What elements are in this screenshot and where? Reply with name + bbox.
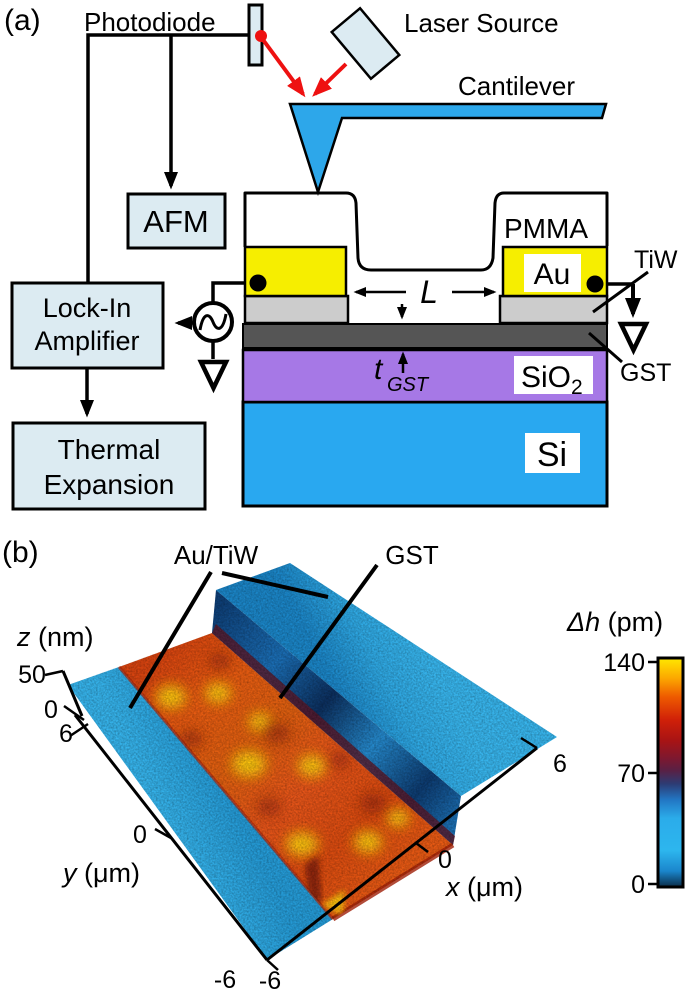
au-tiw-annotation: Au/TiW — [174, 540, 259, 570]
contact-dot-left-icon — [249, 274, 267, 292]
laser-beam — [259, 35, 348, 98]
x-tick-6: 6 — [553, 750, 567, 778]
gst-annotation: GST — [385, 540, 439, 570]
panel-b: (b) — [2, 536, 685, 994]
gst-label: GST — [620, 359, 671, 387]
ground-symbol-left-icon — [197, 359, 230, 394]
device-cross-section: PMMA Au SiO2 Si L t GST TiW GST — [241, 191, 678, 508]
axis-ticks — [44, 669, 538, 971]
z-axis-title: z (nm) — [16, 622, 94, 652]
colorbar-ticks — [648, 660, 658, 886]
left-contact-wire — [211, 281, 258, 303]
tiw-pointer-line — [592, 270, 649, 314]
tiw-label: TiW — [634, 246, 678, 274]
colorbar-tick-140: 140 — [603, 649, 645, 677]
colorbar: Δh (pm) 140 70 0 — [566, 607, 685, 899]
lockin-box — [10, 281, 165, 370]
cantilever-label: Cantilever — [458, 71, 575, 101]
pmma-label: PMMA — [504, 213, 588, 244]
gst-thickness-sub: GST — [387, 374, 430, 396]
gap-length-label: L — [420, 274, 438, 310]
si-label-box — [525, 433, 580, 473]
gst-layer — [242, 323, 608, 349]
tiw-layer-right — [498, 294, 609, 325]
colorbar-title: Δh (pm) — [566, 607, 663, 637]
si-label: Si — [537, 436, 567, 474]
gap-annotation — [353, 287, 497, 373]
y-axis-title: y (μm) — [61, 858, 140, 888]
au-tiw-pointer-right — [221, 571, 329, 599]
thermal-label-line2: Expansion — [44, 469, 175, 500]
z-tick-50: 50 — [18, 661, 46, 689]
photodiode-to-lockin-wire — [86, 33, 249, 283]
x-axis-title: x (μm) — [444, 872, 523, 902]
x-tick-0: 0 — [438, 846, 452, 874]
y-tick-6: 6 — [59, 720, 73, 748]
z-axis-line — [61, 670, 84, 717]
colorbar-gradient — [656, 656, 685, 889]
afm-box — [126, 192, 227, 250]
y-tick-neg6: -6 — [214, 966, 236, 994]
au-label-box — [524, 254, 581, 292]
panel-a: (a) AFM Lock-In Amplifier Thermal Expans — [4, 3, 678, 511]
surface-noise-texture — [68, 563, 557, 960]
thermal-box — [11, 421, 207, 511]
afm-surface-plot — [68, 563, 557, 960]
thermal-label-line1: Thermal — [58, 434, 161, 465]
photodiode-label: Photodiode — [84, 7, 216, 37]
laser-source-label: Laser Source — [404, 8, 559, 38]
panel-b-label: (b) — [2, 536, 39, 569]
colorbar-tick-0: 0 — [631, 871, 645, 899]
axes-lines — [44, 669, 538, 971]
lockin-label-line2: Amplifier — [34, 326, 139, 356]
panel-b-pointer-lines — [128, 563, 379, 710]
sine-wave-icon — [198, 313, 228, 331]
z-tick-0: 0 — [44, 696, 58, 724]
laser-spot-icon — [255, 30, 267, 42]
au-label: Au — [534, 258, 571, 291]
afm-label: AFM — [143, 204, 208, 239]
y-tick-0: 0 — [133, 821, 147, 849]
laser-beam-reflected — [259, 35, 306, 98]
au-tiw-pointer-left — [128, 570, 213, 710]
contact-dot-right-icon — [586, 275, 604, 293]
x-axis-line — [266, 746, 538, 962]
instrument-boxes: AFM Lock-In Amplifier Thermal Expansion — [10, 192, 227, 511]
gst-pointer-line — [588, 331, 623, 364]
gst-pointer — [278, 563, 379, 700]
sio2-label: SiO2 — [521, 361, 583, 399]
lockin-label-line1: Lock-In — [43, 293, 132, 323]
tiw-layer-left — [243, 294, 350, 325]
pmma-outline — [243, 191, 609, 272]
gst-thickness-var: t — [374, 353, 384, 386]
signal-wires — [80, 33, 641, 418]
x-tick-neg6: -6 — [259, 967, 281, 994]
laser-source-icon — [329, 6, 402, 81]
cantilever-icon — [288, 102, 608, 197]
panel-a-label: (a) — [4, 4, 41, 37]
colorbar-tick-70: 70 — [617, 760, 645, 788]
sio2-label-box — [514, 356, 593, 394]
ground-symbol-right-icon — [617, 321, 650, 356]
laser-beam-incident — [312, 62, 348, 97]
